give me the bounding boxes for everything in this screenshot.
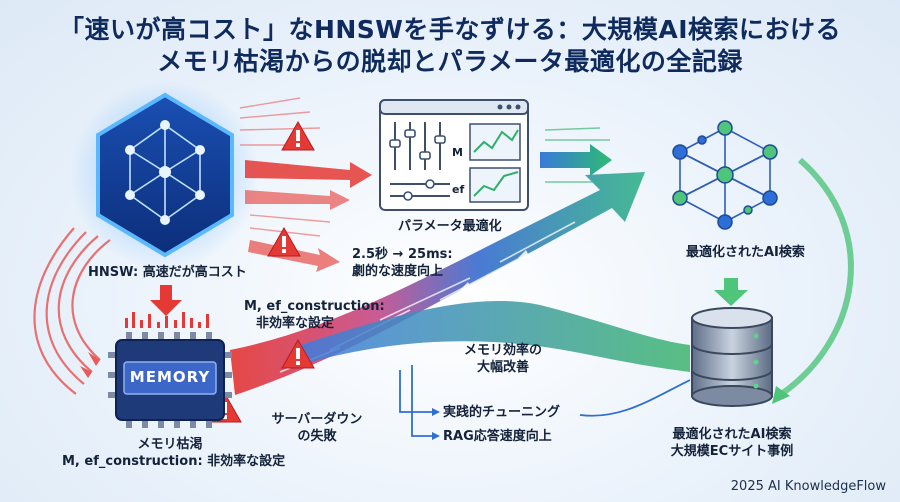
title-line-2: メモリ枯渇からの脱却とパラメータ最適化の全記録 [157, 47, 743, 76]
memory-exhaustion-line1: メモリ枯渇 [137, 437, 203, 452]
footer-credit: 2025 AI KnowledgeFlow [730, 479, 886, 494]
optimized-ai-label: 最適化されたAI検索 [686, 245, 805, 260]
practical-tuning-label: 実践的チューニング [443, 405, 561, 420]
speed-label-line2: 劇的な速度向上 [352, 264, 444, 279]
optimized-network [672, 120, 778, 230]
param-optimization-label: パラメータ最適化 [398, 219, 502, 234]
database-icon [691, 307, 773, 407]
title-line-1: 「速いが高コスト」なHNSWを手なずける：大規模AI検索における [58, 15, 842, 44]
down-to-database-arrow [714, 278, 748, 306]
outer-green-arc [778, 157, 854, 398]
server-down-line2: の失敗 [297, 429, 337, 444]
memory-chip-label: MEMORY [129, 368, 211, 386]
ec-case-line2: 大規模ECサイト事例 [670, 444, 794, 459]
memory-efficiency-line1: メモリ効率の [463, 343, 542, 358]
rag-speed-label: RAG応答速度向上 [443, 429, 552, 444]
server-down-line1: サーバーダウン [271, 412, 363, 427]
inefficient-label-line2: 非効率な設定 [256, 316, 335, 331]
left-red-arrowheads [80, 352, 100, 378]
hnsw-network-nodes [125, 120, 205, 225]
memory-exhaustion-line2: M, ef_construction: 非効率な設定 [62, 454, 286, 469]
parameter-panel [379, 99, 529, 211]
warning-icon [281, 120, 315, 151]
memory-chip [108, 332, 232, 428]
warning-icon [281, 338, 315, 369]
memory-overflow-spikes [125, 312, 209, 328]
speed-label-line1: 2.5秒 → 25ms: [352, 247, 453, 262]
outer-arc-head [772, 386, 790, 404]
down-to-memory-arrow [150, 285, 182, 316]
panel-to-network-arrows [540, 127, 612, 183]
band-chevrons [460, 250, 530, 290]
inefficient-label-line1: M, ef_construction: [244, 299, 385, 314]
panel-m-label: M [452, 146, 463, 159]
hnsw-label: HNSW: 高速だが高コスト [88, 265, 247, 280]
left-red-arrows [33, 227, 111, 395]
connector-heads [432, 408, 440, 440]
hnsw-network-lines [129, 124, 201, 221]
memory-efficiency-line2: 大幅改善 [476, 360, 529, 375]
panel-ef-label: ef [452, 183, 465, 196]
lower-flow-curve [300, 300, 690, 372]
ec-case-line1: 最適化されたAI検索 [672, 427, 792, 442]
connector-lines [399, 365, 691, 437]
warning-icon [267, 226, 301, 257]
